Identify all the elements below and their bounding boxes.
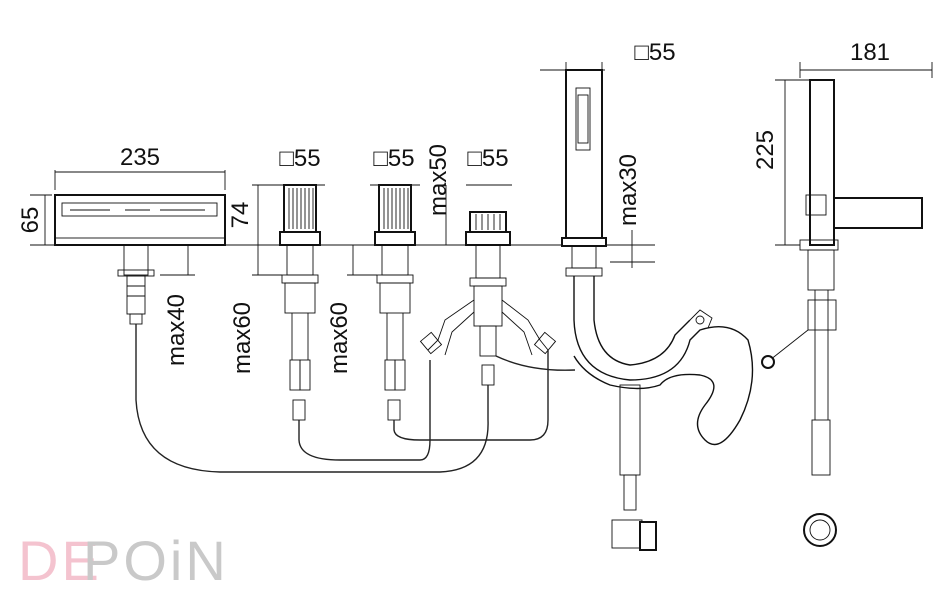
dim-valve2-max: max60 [326, 302, 353, 374]
dim-side-height: 225 [752, 130, 779, 170]
valve-1 [279, 184, 321, 421]
dim-shower-max: max30 [615, 154, 642, 226]
dim-shower-square: □55 [634, 39, 675, 66]
logo-part-point: POiNT [83, 529, 230, 590]
dim-spout-width: 235 [120, 144, 160, 171]
hand-shower [561, 69, 754, 551]
dim-valve2-square: □55 [373, 145, 414, 172]
dim-spout-height: 65 [17, 207, 44, 234]
hose-lines [135, 324, 576, 473]
dim-valve1-height: 74 [227, 202, 254, 229]
dim-side-width: 181 [850, 39, 890, 66]
dim-spout-max: max40 [163, 294, 190, 366]
brand-logo: DE POiNT [0, 510, 263, 592]
dim-valve1-square: □55 [279, 145, 320, 172]
logo-part-de: DE [18, 529, 102, 590]
dim-valve1-max: max60 [229, 302, 256, 374]
valve-3 [419, 211, 557, 386]
spout-unit [54, 194, 226, 325]
valve-2 [374, 184, 416, 421]
side-view [761, 79, 923, 547]
dim-valve3-square: □55 [467, 145, 508, 172]
dim-valve3-max-top: max50 [425, 144, 452, 216]
